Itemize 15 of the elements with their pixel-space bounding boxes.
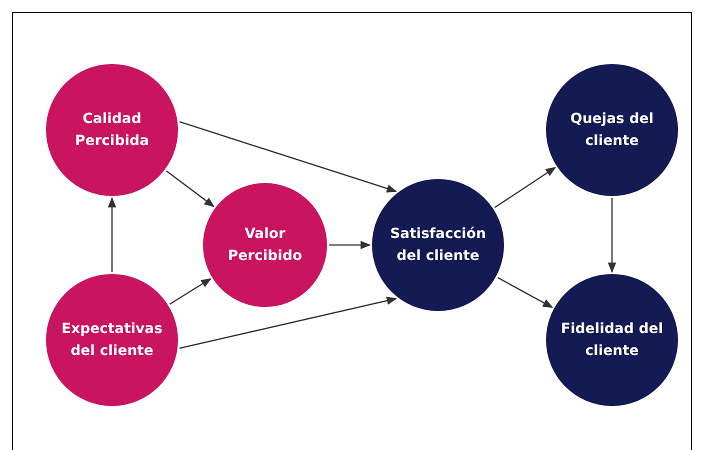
arrow: [608, 198, 616, 274]
arrow: [329, 240, 372, 250]
arrow: [169, 278, 212, 305]
node-label: Fidelidad del cliente: [560, 320, 664, 361]
arrow: [179, 121, 398, 192]
arrow: [497, 277, 554, 308]
node-label: Quejas del cliente: [569, 110, 655, 151]
arrow: [108, 196, 116, 272]
node-label: Calidad Percibida: [74, 110, 150, 151]
node-label: Satisfacción del cliente: [389, 225, 487, 266]
arrow: [179, 296, 398, 349]
node-label: Valor Percibido: [226, 225, 304, 266]
arrow: [494, 166, 556, 208]
arrow: [166, 170, 215, 208]
node-label: Expectativas del cliente: [60, 320, 164, 361]
